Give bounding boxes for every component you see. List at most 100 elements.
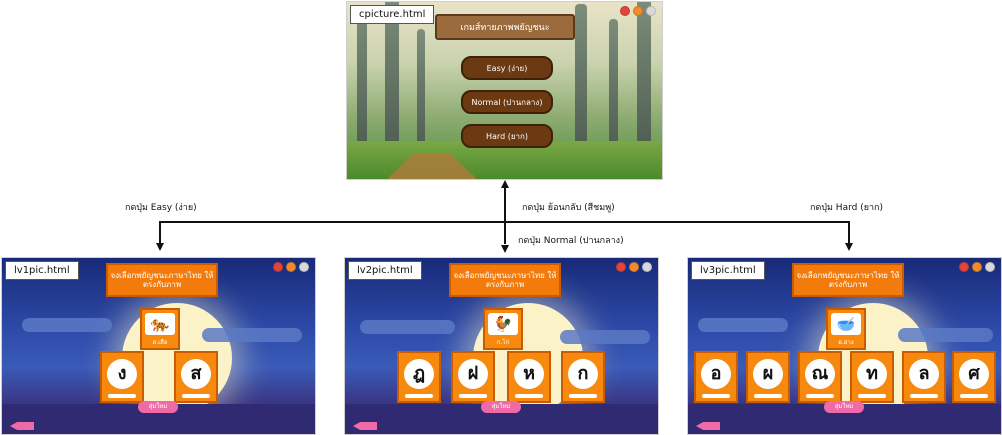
level-2-screen: lv2pic.html จงเลือกพยัญชนะภาษาไทย ให้ตรง…	[344, 257, 659, 435]
new-random-button[interactable]: สุ่มใหม่	[138, 401, 178, 413]
connector-left-drop	[159, 221, 161, 243]
letter-choice[interactable]: ฎ	[397, 351, 441, 403]
letter-text: ท	[857, 359, 887, 389]
settings-icon[interactable]	[642, 262, 652, 272]
window-buttons	[616, 262, 652, 272]
letter-text: ฎ	[404, 359, 434, 389]
arrow-to-lv2	[501, 245, 509, 253]
close-icon[interactable]	[616, 262, 626, 272]
letter-bar	[858, 394, 886, 398]
tree-trunk	[357, 9, 367, 149]
letter-text: ก	[568, 359, 598, 389]
letter-bar	[702, 394, 730, 398]
arrow-to-lv1	[156, 243, 164, 251]
new-random-button[interactable]: สุ่มใหม่	[824, 401, 864, 413]
instruction-banner: จงเลือกพยัญชนะภาษาไทย ให้ตรงกับภาพ	[449, 263, 561, 297]
picture-caption: ก.ไก่	[496, 339, 510, 346]
tree-trunk	[575, 4, 587, 149]
close-icon[interactable]	[620, 6, 630, 16]
minimize-icon[interactable]	[629, 262, 639, 272]
arrow-to-main	[501, 180, 509, 188]
letter-choice[interactable]: ส	[174, 351, 218, 403]
normal-button[interactable]: Normal (ปานกลาง)	[461, 90, 553, 114]
back-button[interactable]	[10, 422, 34, 430]
tree-trunk	[609, 19, 618, 149]
file-label: lv3pic.html	[691, 261, 765, 280]
minimize-icon[interactable]	[972, 262, 982, 272]
rooster-icon: 🐓	[488, 313, 518, 335]
letter-choice[interactable]: ง	[100, 351, 144, 403]
letter-text: ฝ	[458, 359, 488, 389]
close-icon[interactable]	[959, 262, 969, 272]
letter-text: ห	[514, 359, 544, 389]
letter-choice[interactable]: ฝ	[451, 351, 495, 403]
letter-text: ศ	[959, 359, 989, 389]
letter-bar	[754, 394, 782, 398]
letter-choice[interactable]: อ	[694, 351, 738, 403]
picture-card: 🐅 ส.เสือ	[140, 308, 180, 350]
hard-button[interactable]: Hard (ยาก)	[461, 124, 553, 148]
window-buttons	[959, 262, 995, 272]
letter-bar	[515, 394, 543, 398]
tree-trunk	[637, 2, 651, 149]
back-button[interactable]	[353, 422, 377, 430]
label-hard: กดปุ่ม Hard (ยาก)	[810, 203, 883, 213]
letter-text: ส	[181, 359, 211, 389]
minimize-icon[interactable]	[286, 262, 296, 272]
settings-icon[interactable]	[985, 262, 995, 272]
settings-icon[interactable]	[299, 262, 309, 272]
letter-choice[interactable]: ก	[561, 351, 605, 403]
close-icon[interactable]	[273, 262, 283, 272]
window-buttons	[273, 262, 309, 272]
letter-bar	[806, 394, 834, 398]
easy-button[interactable]: Easy (ง่าย)	[461, 56, 553, 80]
tree-trunk	[417, 29, 425, 149]
minimize-icon[interactable]	[633, 6, 643, 16]
level-3-screen: lv3pic.html จงเลือกพยัญชนะภาษาไทย ให้ตรง…	[687, 257, 1002, 435]
letter-text: ล	[909, 359, 939, 389]
letter-bar	[569, 394, 597, 398]
connector-vertical-center	[504, 188, 506, 244]
cloud	[360, 320, 455, 334]
letter-bar	[910, 394, 938, 398]
tiger-icon: 🐅	[145, 313, 175, 335]
connector-horizontal	[160, 221, 850, 223]
picture-card: 🥣 อ.อ่าง	[826, 308, 866, 350]
basin-icon: 🥣	[831, 313, 861, 335]
back-button[interactable]	[696, 422, 720, 430]
letter-choice[interactable]: ล	[902, 351, 946, 403]
file-label: lv2pic.html	[348, 261, 422, 280]
cloud	[898, 328, 993, 342]
label-easy: กดปุ่ม Easy (ง่าย)	[125, 203, 197, 213]
letter-text: อ	[701, 359, 731, 389]
letter-bar	[182, 394, 210, 398]
cloud	[560, 330, 650, 344]
letter-choice[interactable]: ห	[507, 351, 551, 403]
window-buttons	[620, 6, 656, 16]
cloud	[202, 328, 302, 342]
letter-choice[interactable]: ท	[850, 351, 894, 403]
picture-caption: ส.เสือ	[152, 339, 168, 346]
label-normal: กดปุ่ม Normal (ปานกลาง)	[518, 236, 624, 246]
letter-choice[interactable]: ณ	[798, 351, 842, 403]
settings-icon[interactable]	[646, 6, 656, 16]
letter-choice[interactable]: ศ	[952, 351, 996, 403]
file-label: cpicture.html	[350, 5, 435, 24]
cloud	[698, 318, 788, 332]
label-back: กดปุ่ม ย้อนกลับ (สีชมพู)	[522, 203, 615, 213]
letter-text: ง	[107, 359, 137, 389]
cloud	[22, 318, 112, 332]
letter-bar	[459, 394, 487, 398]
letter-choice[interactable]: ผ	[746, 351, 790, 403]
letter-text: ณ	[805, 359, 835, 389]
picture-card: 🐓 ก.ไก่	[483, 308, 523, 350]
letter-bar	[960, 394, 988, 398]
connector-right-drop	[848, 221, 850, 243]
level-1-screen: lv1pic.html จงเลือกพยัญชนะภาษาไทย ให้ตรง…	[1, 257, 316, 435]
instruction-banner: จงเลือกพยัญชนะภาษาไทย ให้ตรงกับภาพ	[792, 263, 904, 297]
letter-text: ผ	[753, 359, 783, 389]
instruction-banner: จงเลือกพยัญชนะภาษาไทย ให้ตรงกับภาพ	[106, 263, 218, 297]
letter-bar	[108, 394, 136, 398]
new-random-button[interactable]: สุ่มใหม่	[481, 401, 521, 413]
tree-trunk	[385, 2, 399, 149]
